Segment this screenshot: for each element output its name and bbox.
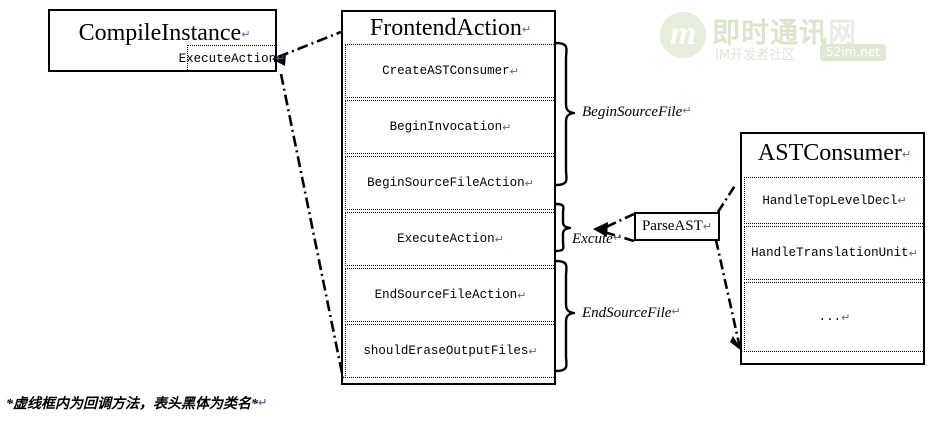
astconsumer-method-row[interactable]: ...↵	[744, 282, 925, 352]
frontendaction-method-row[interactable]: BeginSourceFileAction↵	[345, 156, 556, 210]
watermark-subtitle: IM开发者社区	[715, 48, 796, 63]
phase-label-text: BeginSourceFile	[582, 104, 683, 120]
watermark-logo-letter: m	[670, 15, 697, 52]
frontendaction-title: FrontendAction↵	[343, 15, 558, 42]
class-box-compileinstance[interactable]: CompileInstance↵ ExecuteAction↵	[48, 9, 285, 72]
astconsumer-title-cr: ↵	[901, 148, 912, 161]
frontendaction-method-cr: ↵	[509, 64, 519, 78]
watermark-title-last: 网	[828, 16, 858, 49]
frontendaction-method-cr: ↵	[517, 288, 527, 302]
site-watermark: m 即时通讯网 IM开发者社区 52im.net	[660, 4, 940, 66]
class-box-astconsumer[interactable]: ASTConsumer↵ HandleTopLevelDecl↵ HandleT…	[740, 132, 925, 365]
footnote: *虚线框内为回调方法，表头黑体为类名*↵	[6, 393, 267, 413]
compileinstance-method-executeaction[interactable]: ExecuteAction↵	[179, 45, 285, 72]
compileinstance-title-text: CompileInstance	[78, 20, 242, 46]
connector-compileinstance-to-frontendaction-top	[277, 30, 342, 59]
watermark-title: 即时通讯网	[712, 11, 857, 51]
frontendaction-method-cr: ↵	[502, 120, 512, 134]
frontendaction-method-row[interactable]: EndSourceFileAction↵	[345, 268, 556, 322]
phase-label-text: Excute	[572, 231, 613, 247]
phase-label-cr: ↵	[671, 305, 681, 318]
astconsumer-title: ASTConsumer↵	[742, 140, 927, 167]
astconsumer-method-cr: ↵	[908, 246, 918, 260]
footnote-text: *虚线框内为回调方法，表头黑体为类名*	[6, 397, 258, 412]
class-box-frontendaction[interactable]: FrontendAction↵ CreateASTConsumer↵ Begin…	[341, 10, 556, 385]
frontendaction-method-label: CreateASTConsumer	[382, 64, 510, 78]
frontendaction-method-label: EndSourceFileAction	[374, 288, 518, 302]
astconsumer-method-row[interactable]: HandleTopLevelDecl↵	[744, 177, 925, 224]
phase-label-beginsourcefile: BeginSourceFile↵	[582, 104, 691, 121]
brace-beginsourcefile	[554, 41, 576, 187]
phase-label-excute: Excute↵	[572, 231, 622, 248]
frontendaction-method-row[interactable]: ExecuteAction↵	[345, 212, 556, 266]
frontendaction-method-cr: ↵	[528, 344, 538, 358]
connector-parseast-to-excute-upper	[603, 212, 635, 230]
frontendaction-title-text: FrontendAction	[369, 15, 522, 41]
parseast-cr: ↵	[702, 220, 713, 233]
watermark-title-main: 即时通讯	[712, 16, 829, 49]
compileinstance-title-cr: ↵	[241, 28, 251, 41]
frontendaction-method-row[interactable]: shouldEraseOutputFiles↵	[345, 324, 556, 378]
astconsumer-method-cr: ↵	[897, 194, 907, 207]
astconsumer-method-label: HandleTopLevelDecl	[762, 193, 898, 208]
compileinstance-title: CompileInstance↵	[50, 20, 279, 47]
frontendaction-method-row[interactable]: CreateASTConsumer↵	[345, 44, 556, 98]
phase-label-text: EndSourceFile	[582, 305, 672, 321]
astconsumer-method-cr: ↵	[841, 310, 851, 324]
compileinstance-method-cr: ↵	[276, 52, 286, 65]
connector-compileinstance-to-frontendaction-bottom	[279, 73, 345, 379]
astconsumer-method-label: HandleTranslationUnit	[751, 246, 909, 260]
phase-label-cr: ↵	[612, 231, 623, 244]
frontendaction-method-cr: ↵	[524, 176, 534, 190]
compileinstance-method-label: ExecuteAction	[178, 51, 277, 66]
connector-parseast-to-astconsumer-lower	[714, 239, 742, 349]
frontendaction-title-cr: ↵	[521, 23, 532, 36]
frontendaction-method-label: shouldEraseOutputFiles	[363, 344, 529, 358]
frontendaction-method-cr: ↵	[494, 232, 504, 246]
box-parseast[interactable]: ParseAST↵	[634, 212, 720, 241]
brace-excute	[554, 202, 572, 253]
brace-endsourcefile	[554, 259, 576, 373]
astconsumer-method-row[interactable]: HandleTranslationUnit↵	[744, 226, 925, 280]
connector-parseast-to-astconsumer-upper	[716, 183, 738, 213]
phase-label-endsourcefile: EndSourceFile↵	[582, 305, 681, 322]
parseast-label: ParseAST	[641, 218, 703, 234]
footnote-cr: ↵	[258, 396, 268, 409]
frontendaction-method-label: BeginInvocation	[389, 120, 503, 134]
astconsumer-title-text: ASTConsumer	[757, 140, 902, 166]
frontendaction-method-label: ExecuteAction	[397, 232, 495, 246]
watermark-domain-badge: 52im.net	[820, 44, 886, 61]
watermark-logo-circle	[660, 12, 706, 58]
phase-label-cr: ↵	[682, 104, 692, 117]
frontendaction-method-row[interactable]: BeginInvocation↵	[345, 100, 556, 154]
astconsumer-method-label: ...	[818, 310, 842, 324]
frontendaction-method-label: BeginSourceFileAction	[367, 176, 525, 190]
